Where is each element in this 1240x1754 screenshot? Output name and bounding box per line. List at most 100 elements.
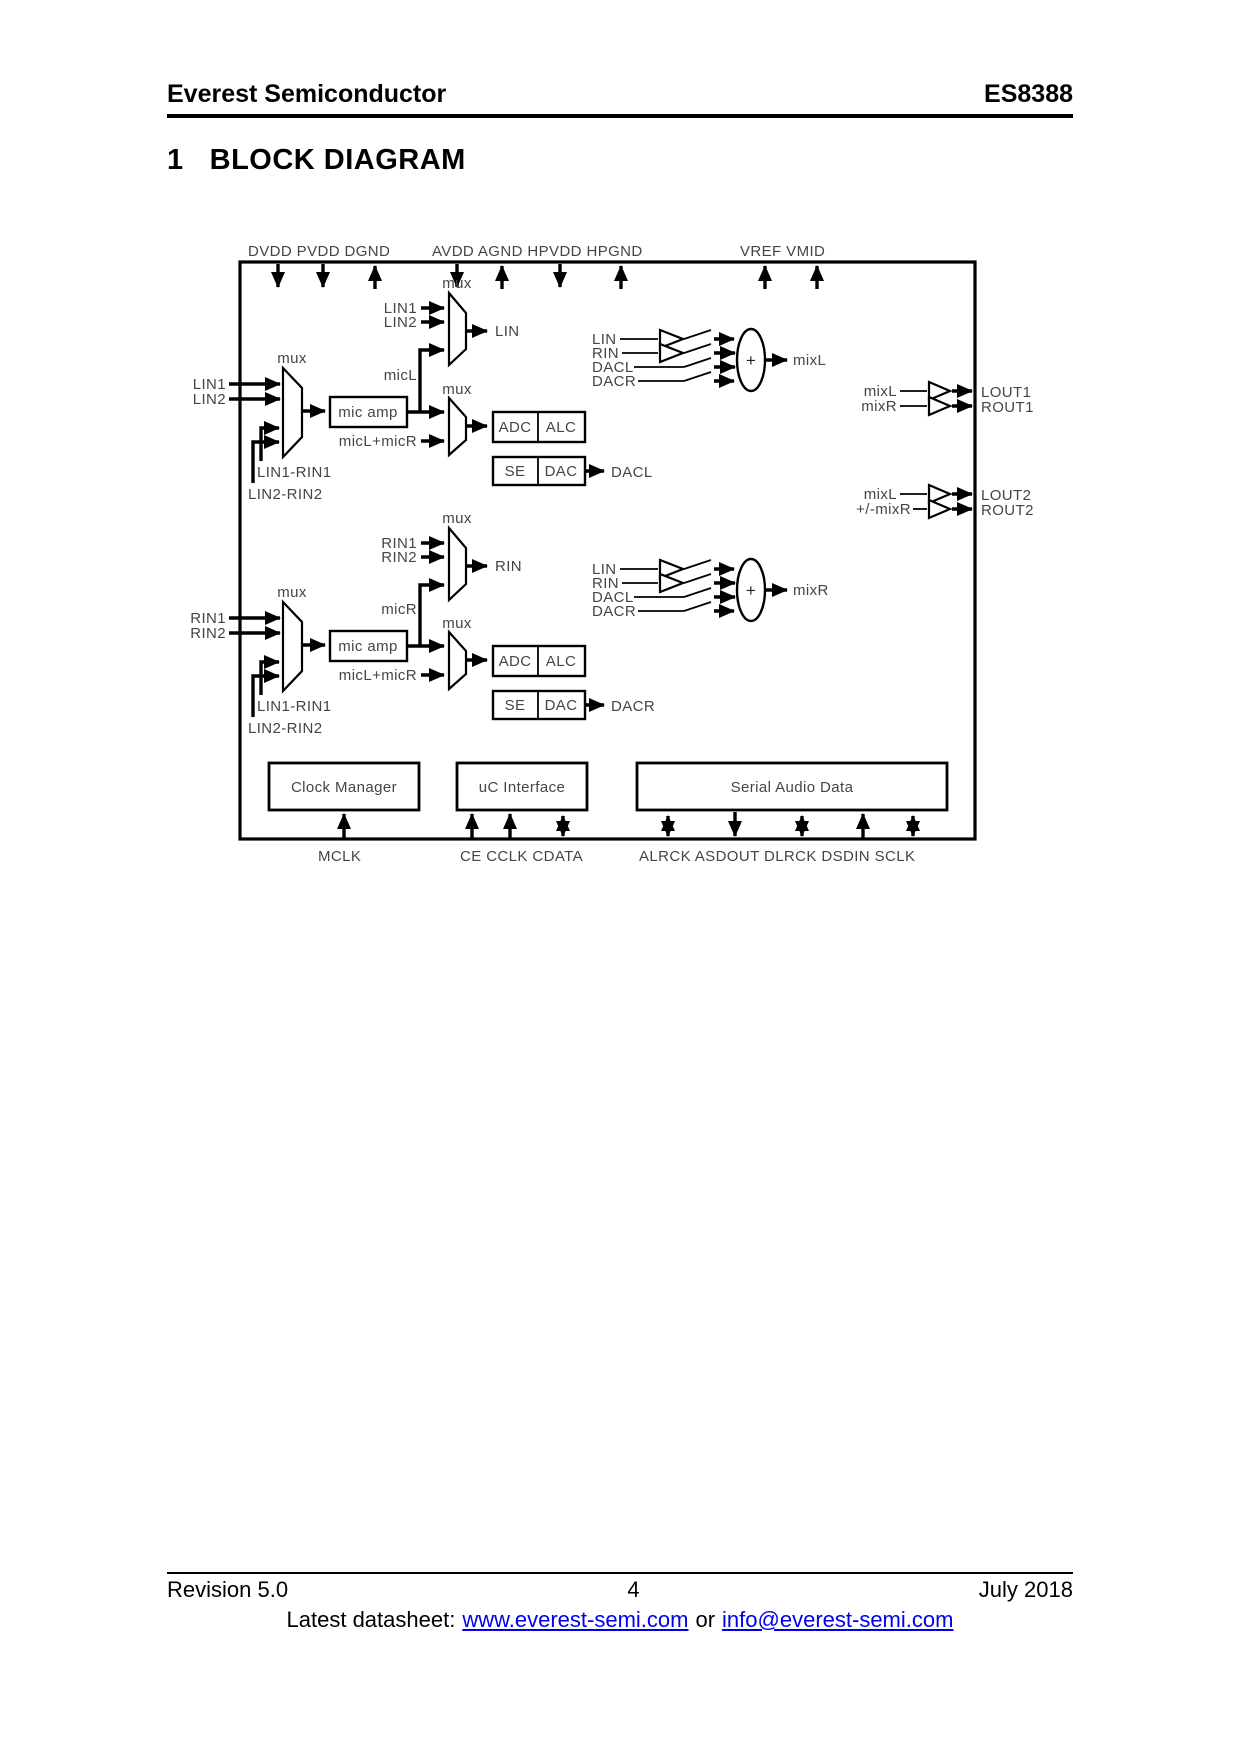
micr-label: micR <box>381 601 417 618</box>
mic-amp-label: mic amp <box>338 404 397 421</box>
power-pins-label-mid: AVDD AGND HPVDD HPGND <box>432 243 643 260</box>
pin-label-rout2: ROUT2 <box>981 502 1034 519</box>
micl-micr-label: micL+micR <box>339 433 417 450</box>
mux-in-lin2-label: LIN2 <box>384 314 417 331</box>
power-pins-label-right: VREF VMID <box>740 243 825 260</box>
mixl-buffer-label: mixL <box>864 486 897 503</box>
alc-label: ALC <box>546 653 576 670</box>
switch-line <box>683 587 712 598</box>
se-label: SE <box>505 463 526 480</box>
micl-label: micL <box>384 367 417 384</box>
mic-amp-label: mic amp <box>338 638 397 655</box>
footer-date: July 2018 <box>978 1577 1073 1602</box>
buffer-triangle <box>658 328 687 350</box>
pin-label-lout2: LOUT2 <box>981 487 1031 504</box>
buffer-triangle <box>658 342 687 364</box>
switch-line <box>683 371 712 382</box>
lin-signal-label: LIN <box>495 323 520 340</box>
mux-shape <box>447 290 468 368</box>
micl-riser-arrow <box>418 343 445 412</box>
switch-line <box>683 573 712 584</box>
switch-line <box>683 559 712 570</box>
mux-label: mux <box>442 275 472 292</box>
footer-line2: Latest datasheet: www.everest-semi.com o… <box>167 1607 1073 1633</box>
diff2-label: LIN2-RIN2 <box>248 486 322 503</box>
dac-label: DAC <box>545 697 578 714</box>
pin-label-serial-pins: ALRCK ASDOUT DLRCK DSDIN SCLK <box>639 848 915 865</box>
mux-in-lin1-label: LIN1 <box>384 300 417 317</box>
pin-label-rout1: ROUT1 <box>981 399 1034 416</box>
diff2-feed-arrow <box>251 669 280 717</box>
section-number: 1 <box>167 144 184 176</box>
footer-rule <box>167 1572 1073 1574</box>
mux-label: mux <box>442 381 472 398</box>
adc-label: ADC <box>499 419 532 436</box>
chip-outline <box>238 260 977 841</box>
footer-latest-prefix: Latest datasheet: <box>286 1607 456 1632</box>
mux-in-rin2-label: RIN2 <box>381 549 417 566</box>
mixer-in-lin-label: LIN <box>592 331 617 348</box>
buffer-triangle <box>927 483 953 505</box>
clock-manager-label: Clock Manager <box>291 779 397 796</box>
footer-or-text: or <box>695 1607 716 1632</box>
pm-mixr-buffer-label: +/-mixR <box>856 501 911 518</box>
uc-interface-box <box>455 761 589 812</box>
mux-label: mux <box>442 510 472 527</box>
mux-shape <box>281 365 304 460</box>
micl-micr-label: micL+micR <box>339 667 417 684</box>
mixl-signal-label: mixL <box>793 352 826 369</box>
pin-label-rin1: RIN1 <box>190 610 226 627</box>
diff1-label: LIN1-RIN1 <box>257 698 331 715</box>
adc-alc-box <box>491 410 587 444</box>
buffer-triangle <box>658 572 687 594</box>
dac-label: DAC <box>545 463 578 480</box>
power-pins-label-left: DVDD PVDD DGND <box>248 243 390 260</box>
pin-label-rin2: RIN2 <box>190 625 226 642</box>
mixr-signal-label: mixR <box>793 582 829 599</box>
switch-line <box>683 601 712 612</box>
footer-revision: Revision 5.0 <box>167 1577 289 1602</box>
pin-label-lin2: LIN2 <box>193 391 226 408</box>
mixer-in-dacl-label: DACL <box>592 359 634 376</box>
mixer-in-rin-label: RIN <box>592 345 619 362</box>
adc-alc-box <box>491 644 587 678</box>
website-link[interactable]: www.everest-semi.com <box>462 1607 689 1632</box>
switch-line <box>683 357 712 368</box>
diff1-label: LIN1-RIN1 <box>257 464 331 481</box>
mixer-in-rin-label: RIN <box>592 575 619 592</box>
buffer-triangle <box>927 380 953 402</box>
mux-shape <box>447 395 468 458</box>
mux-label: mux <box>277 584 307 601</box>
footer-line1: Revision 5.0 4 July 2018 <box>167 1577 1073 1603</box>
part-number: ES8388 <box>984 80 1073 108</box>
se-label: SE <box>505 697 526 714</box>
section-heading: 1 BLOCK DIAGRAM <box>167 144 466 177</box>
mux-shape <box>447 525 468 603</box>
section-title: BLOCK DIAGRAM <box>209 144 466 176</box>
plus-sign: + <box>746 581 756 600</box>
serial-audio-label: Serial Audio Data <box>731 779 854 796</box>
mux-shape <box>447 629 468 692</box>
mixer-in-lin-label: LIN <box>592 561 617 578</box>
company-name: Everest Semiconductor <box>167 80 447 108</box>
serial-audio-box <box>635 761 949 812</box>
diff1-feed-arrow <box>259 421 280 461</box>
buffer-triangle <box>927 498 953 520</box>
clock-manager-box <box>267 761 421 812</box>
mixer-in-dacr-label: DACR <box>592 373 636 390</box>
dacr-signal-label: DACR <box>611 698 655 715</box>
mixl-buffer-label: mixL <box>864 383 897 400</box>
rin-signal-label: RIN <box>495 558 522 575</box>
pin-label-uc-pins: CE CCLK CDATA <box>460 848 583 865</box>
plus-sign: + <box>746 351 756 370</box>
mux-in-rin1-label: RIN1 <box>381 535 417 552</box>
diff2-label: LIN2-RIN2 <box>248 720 322 737</box>
switch-line <box>683 329 712 340</box>
footer-page-number: 4 <box>627 1577 640 1602</box>
micr-riser-arrow <box>418 578 445 646</box>
mux-shape <box>281 599 304 694</box>
uc-interface-label: uC Interface <box>479 779 566 796</box>
email-link[interactable]: info@everest-semi.com <box>722 1607 954 1632</box>
mux-label: mux <box>277 350 307 367</box>
